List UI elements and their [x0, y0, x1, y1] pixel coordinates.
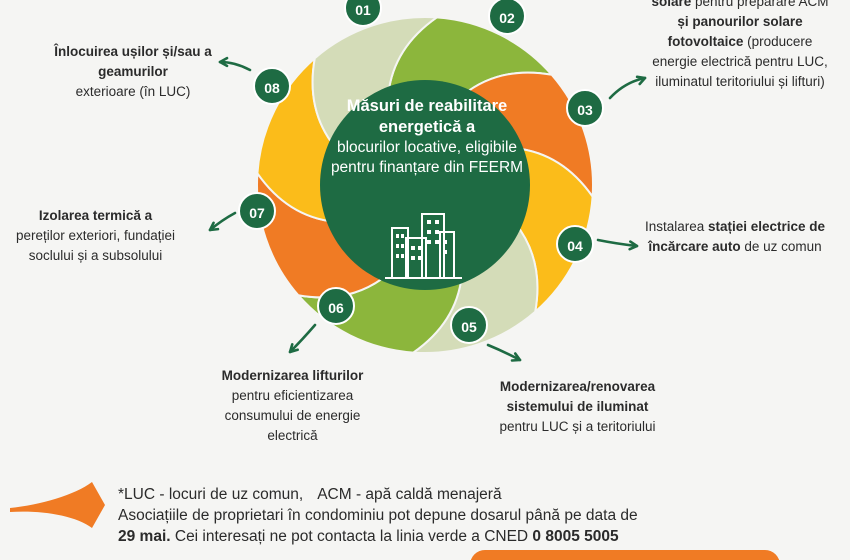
step-03-normal-1: pentru preparare ACM: [691, 0, 829, 9]
footer-legend: *LUC - locuri de uz comun, ACM - apă cald…: [118, 484, 838, 505]
step-06-normal-1: pentru eficientizarea consumului de ener…: [224, 388, 361, 443]
legend-acm: ACM - apă caldă menajeră: [317, 486, 502, 503]
step-label-07: Izolarea termică a pereților exteriori, …: [8, 206, 183, 266]
step-03-bold-2: și panourilor solare fotovoltaice: [667, 14, 803, 49]
arrow-head: [628, 240, 639, 251]
cta-pill: [470, 550, 780, 560]
step-badge-05: 05: [450, 306, 488, 344]
step-05-normal-1: pentru LUC și a teritoriului: [499, 419, 656, 434]
footer-note: *LUC - locuri de uz comun, ACM - apă cald…: [118, 484, 838, 547]
footer-deadline: 29 mai.: [118, 528, 171, 545]
legend-luc: *LUC - locuri de uz comun,: [118, 486, 304, 503]
connector-arrow: [608, 76, 647, 100]
step-badge-02: 02: [488, 0, 526, 35]
connector-arrow: [596, 238, 639, 248]
footer-line-2: Asociațiile de proprietari în condominiu…: [118, 507, 638, 524]
arrow-head: [288, 343, 299, 354]
step-08-bold-1: Înlocuirea ușilor și/sau a geamurilor: [54, 44, 212, 79]
connector-arrow: [208, 211, 237, 232]
step-badge-03: 03: [566, 89, 604, 127]
arrow-head: [635, 75, 647, 86]
connector-arrow: [288, 323, 317, 354]
step-badge-08: 08: [253, 67, 291, 105]
step-04-bold-1: stației electrice de încărcare auto: [648, 219, 826, 254]
center-disc: [320, 80, 530, 290]
center-subtitle: blocurilor locative, eligibile pentru fi…: [330, 139, 524, 176]
step-07-bold-1: Izolarea termică a: [38, 208, 153, 223]
footer-line-3: 29 mai. Cei interesați ne pot contacta l…: [118, 526, 838, 547]
step-badge-04: 04: [556, 225, 594, 263]
step-05-bold-1: Modernizarea/renovarea sistemului de ilu…: [499, 379, 656, 414]
arrow-head: [208, 221, 220, 232]
step-04-normal-1: Instalarea: [644, 219, 708, 234]
step-03-bold-1: solare: [651, 0, 692, 9]
arrow-head: [510, 352, 522, 362]
footer-phone: 0 8005 5005: [532, 528, 619, 545]
step-badge-06: 06: [317, 287, 355, 325]
step-07-normal-1: pereților exteriori, fundației soclului …: [15, 228, 176, 263]
connector-arrows: [208, 56, 647, 362]
step-06-bold-1: Modernizarea lifturilor: [221, 368, 364, 383]
step-03-normal-2: (producere energie electrică pentru LUC,…: [652, 34, 828, 89]
buildings-icon: [385, 213, 462, 279]
step-label-05: Modernizarea/renovarea sistemului de ilu…: [470, 377, 685, 437]
step-badge-07: 07: [238, 192, 276, 230]
step-label-04: Instalarea stației electrice de încărcar…: [640, 217, 830, 257]
arrow-head: [218, 56, 229, 68]
step-08-normal-1: exterioare (în LUC): [75, 84, 191, 99]
center-caption: Măsuri de reabilitare energetică a blocu…: [322, 96, 532, 178]
step-label-03: solare pentru preparare ACM și panourilo…: [645, 0, 835, 92]
footer-contact: Cei interesați ne pot contacta la linia …: [170, 528, 533, 545]
step-04-normal-2: de uz comun: [740, 239, 822, 254]
center-title: Măsuri de reabilitare energetică a: [346, 97, 508, 136]
step-label-08: Înlocuirea ușilor și/sau a geamurilor ex…: [48, 42, 218, 102]
step-label-06: Modernizarea lifturilor pentru eficienti…: [200, 366, 385, 446]
footer-arrow: [10, 482, 105, 528]
